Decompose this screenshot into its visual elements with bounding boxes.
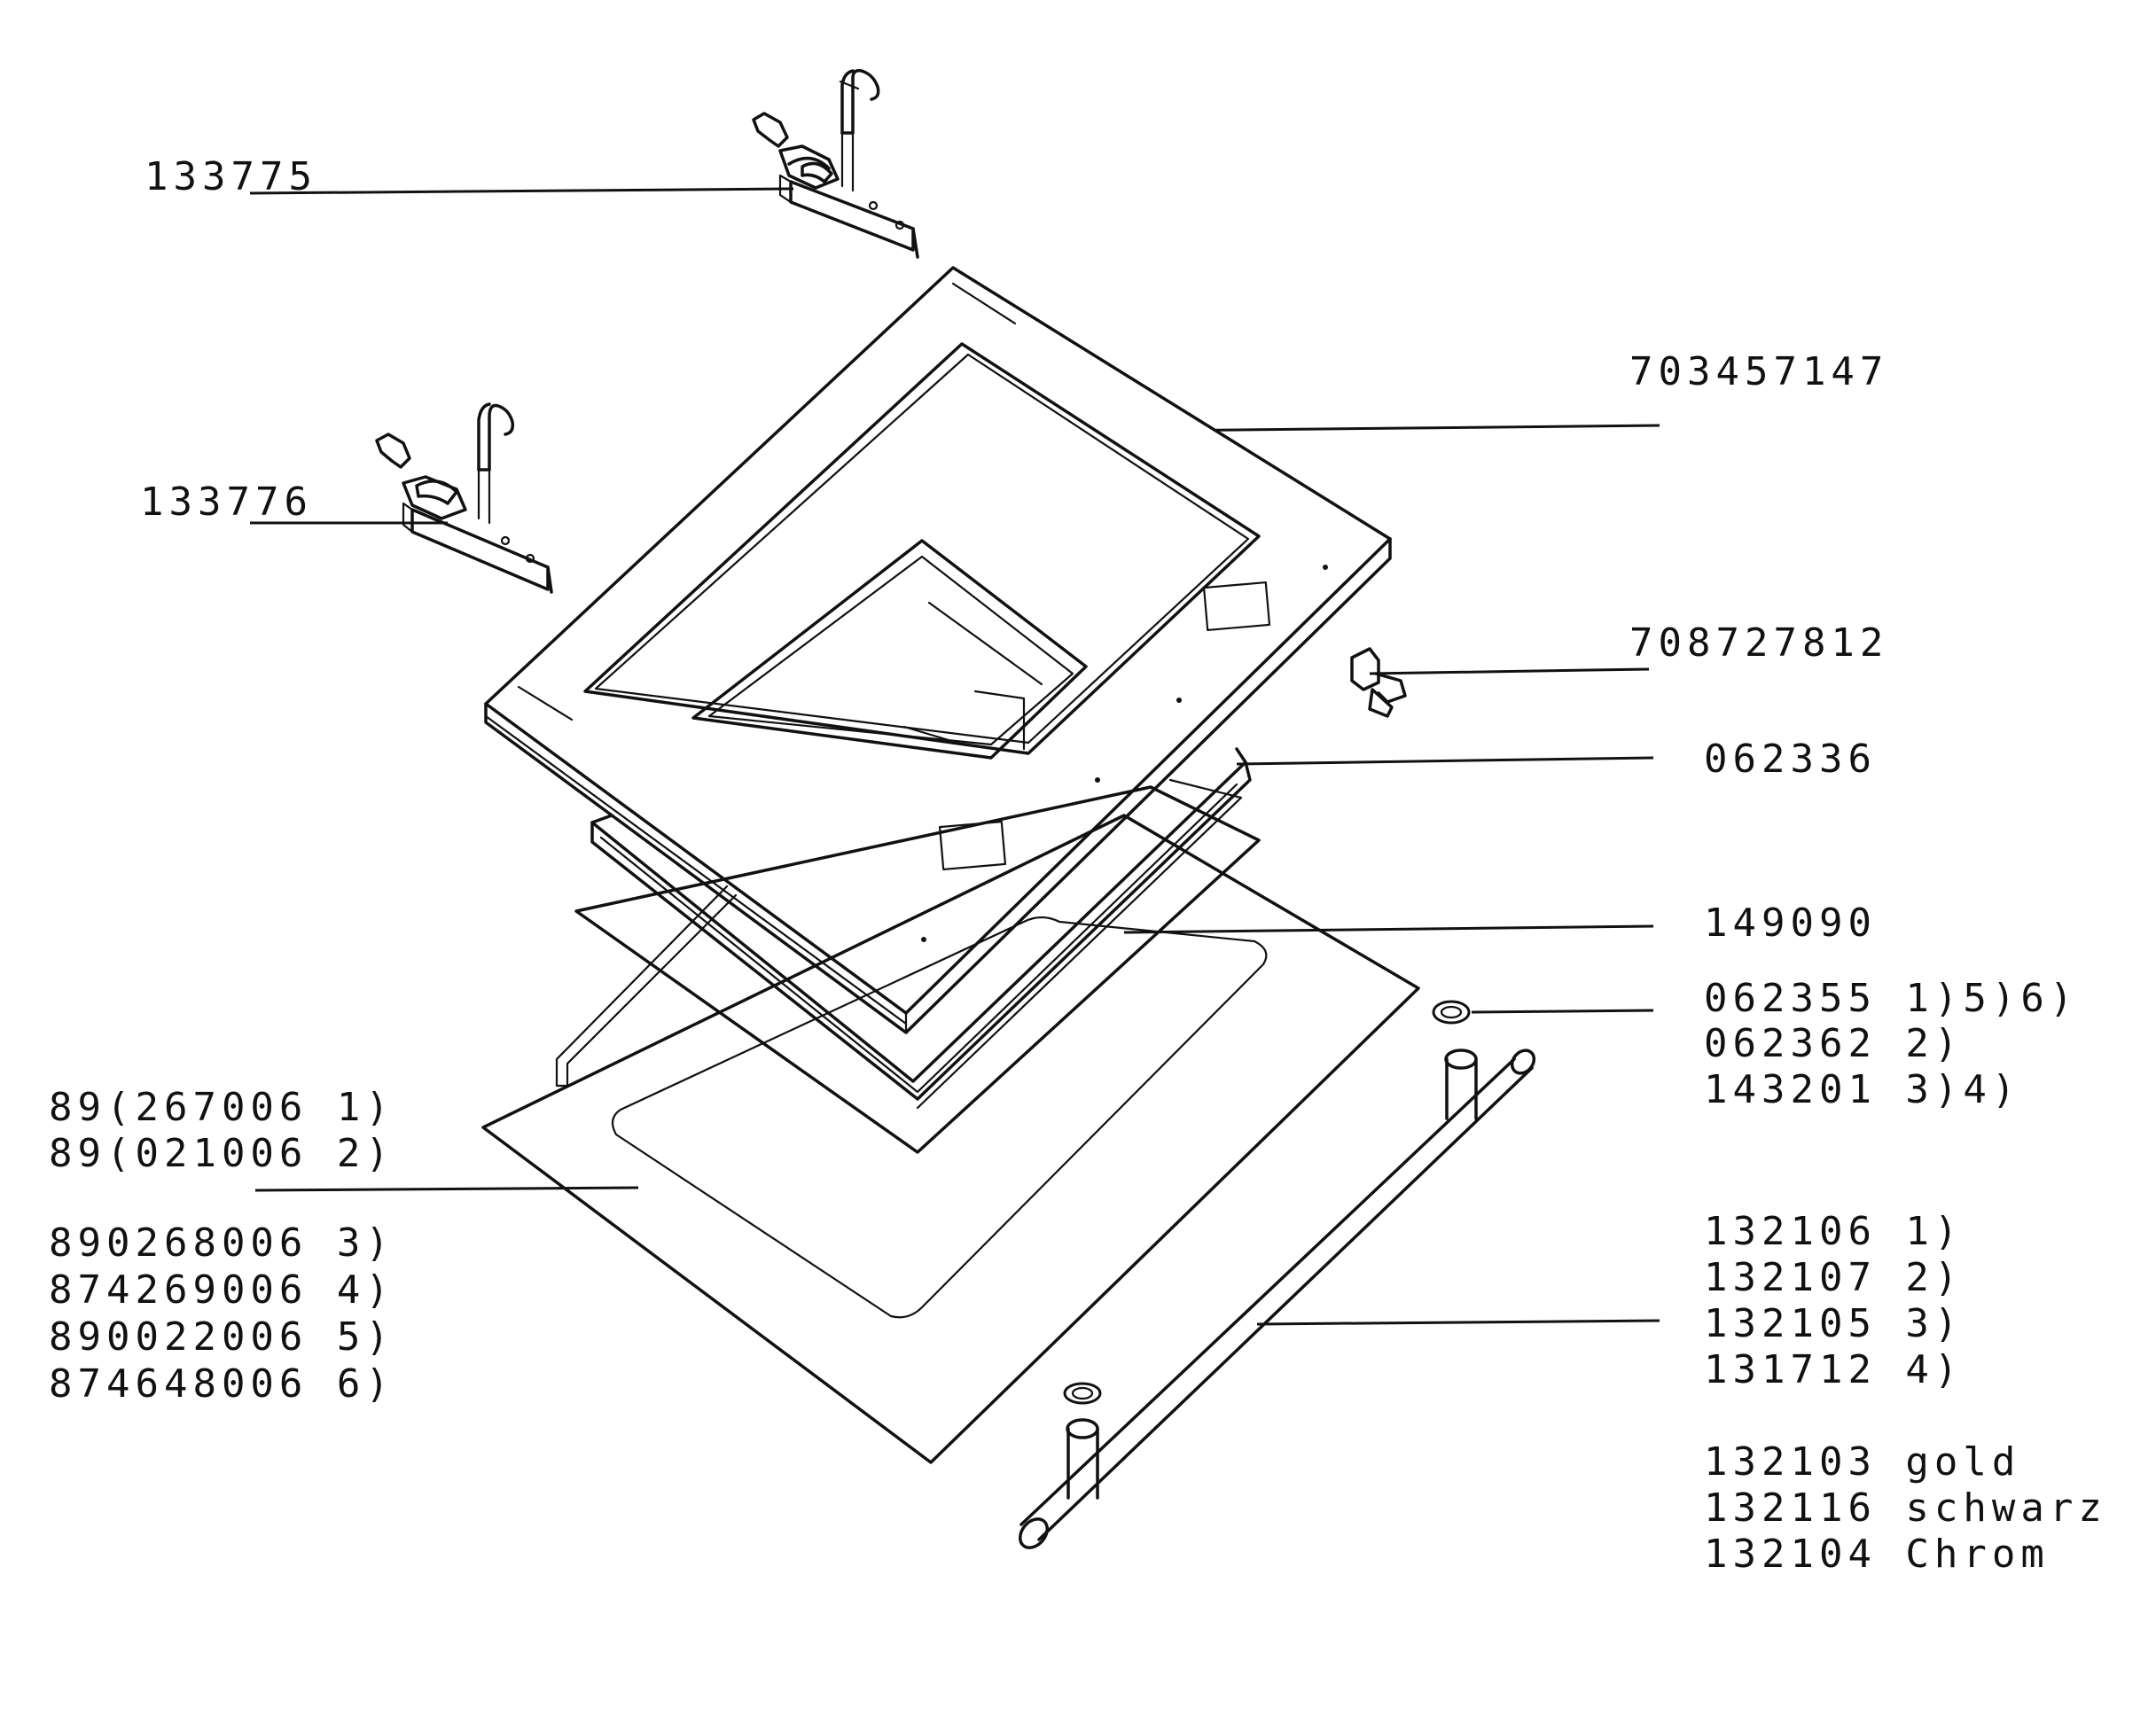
leader-lines: [249, 187, 1660, 1326]
handle-part-item: 132106 1): [1704, 1209, 1964, 1254]
glass-part-item: 874648006 6): [49, 1361, 394, 1407]
label-062355: 062355 1)5)6): [1704, 976, 2079, 1021]
label-133775: 133775: [145, 154, 317, 199]
handle-132106: [1018, 1049, 1536, 1549]
outer-glass: [481, 814, 1420, 1464]
clip-708727812: [1350, 647, 1407, 718]
handle-part-item: 131712 4): [1704, 1347, 1964, 1392]
label-708727812: 708727812: [1629, 620, 1889, 666]
label-062362: 062362 2): [1704, 1021, 1964, 1066]
door-frame-703457147: [484, 266, 1392, 1034]
finish-part-item: 132104 Chrom: [1704, 1532, 2050, 1577]
inner-frame: [691, 539, 1088, 760]
glass-part-item: 890022006 5): [49, 1314, 394, 1360]
glass-part-item: 890268006 3): [49, 1220, 394, 1266]
glass-149090: [574, 785, 1261, 1154]
glass-part-item: 89(021006 2): [49, 1131, 394, 1176]
handle-part-item: 132107 2): [1704, 1255, 1964, 1300]
glass-part-item: 874269006 4): [49, 1267, 394, 1313]
label-149090: 149090: [1704, 900, 1877, 946]
label-143201: 143201 3)4): [1704, 1067, 2021, 1112]
hinge-133775: [752, 68, 919, 259]
handle-part-item: 132105 3): [1704, 1301, 1964, 1346]
finish-part-item: 132116 schwarz: [1704, 1485, 2107, 1531]
hinge-133776: [375, 402, 553, 594]
finish-part-item: 132103 gold: [1704, 1439, 2021, 1485]
label-133776: 133776: [140, 479, 313, 525]
label-703457147: 703457147: [1629, 349, 1889, 394]
seal-062336: [590, 747, 1252, 1110]
label-062336: 062336: [1704, 737, 1877, 782]
washer-062355: [1432, 1000, 1471, 1025]
glass-part-item: 89(267006 1): [49, 1085, 394, 1130]
